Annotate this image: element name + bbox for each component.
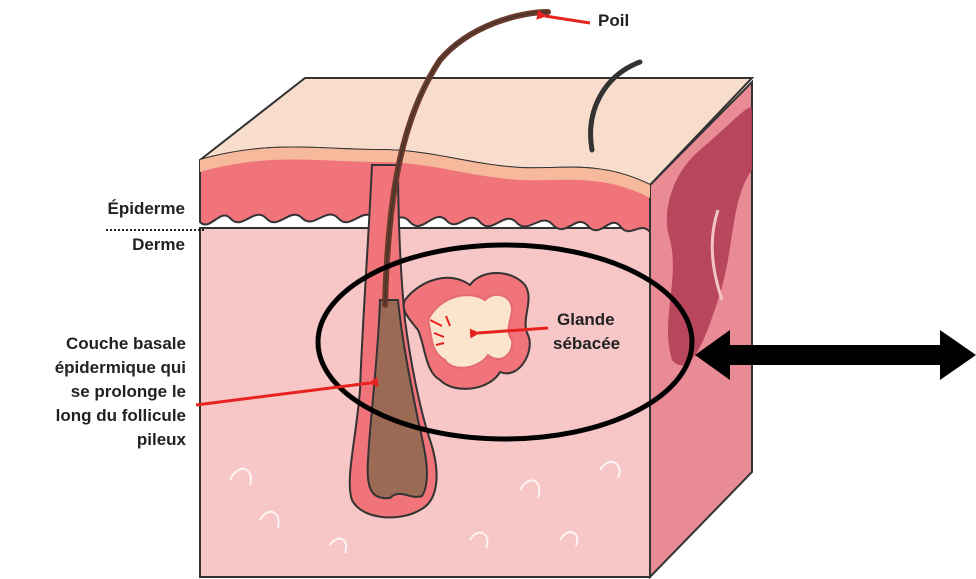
label-poil: Poil (598, 10, 629, 32)
label-epiderme: Épiderme (40, 198, 185, 220)
poil-pointer-arrow (545, 16, 590, 23)
label-glande: Glande (557, 309, 615, 331)
label-derme: Derme (40, 234, 185, 256)
label-couche-basale-3: long du follicule (0, 405, 186, 427)
dermis-layer (200, 228, 650, 577)
label-sebacee: sébacée (553, 333, 620, 355)
label-couche-basale-4: pileux (0, 429, 186, 451)
label-couche-basale-2: se prolonge le (0, 381, 186, 403)
label-couche-basale-1: épidermique qui (0, 357, 186, 379)
label-couche-basale-0: Couche basale (0, 333, 186, 355)
